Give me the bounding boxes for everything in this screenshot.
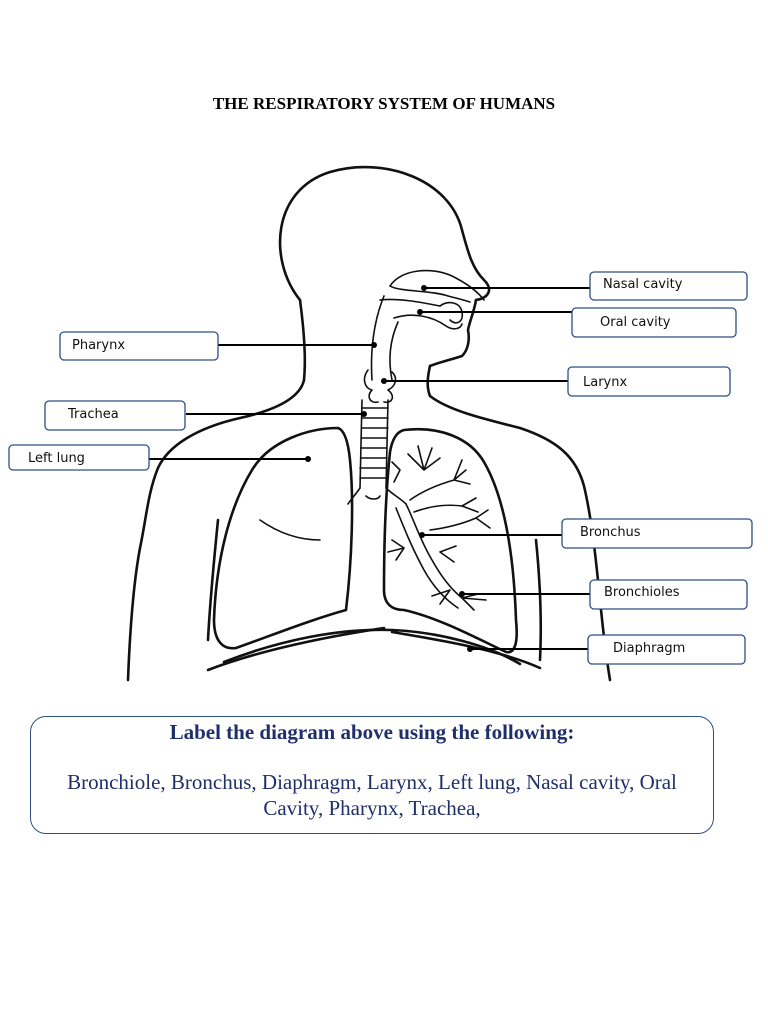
instruction-terms: Bronchiole, Bronchus, Diaphragm, Larynx,… bbox=[67, 770, 677, 820]
label-trachea-text: Trachea bbox=[67, 407, 119, 422]
leader-lines bbox=[148, 285, 590, 652]
diaphragm-line bbox=[222, 628, 522, 666]
label-oral-cavity[interactable]: Oral cavity bbox=[571, 307, 737, 338]
right-lung bbox=[382, 427, 518, 654]
label-diaphragm[interactable]: Diaphragm bbox=[587, 634, 746, 665]
label-larynx-text: Larynx bbox=[583, 375, 627, 390]
trachea bbox=[347, 369, 407, 505]
label-oral-cavity-text: Oral cavity bbox=[600, 315, 671, 330]
label-left-lung-text: Left lung bbox=[28, 451, 85, 466]
label-bronchioles-text: Bronchioles bbox=[604, 585, 680, 600]
page-title: THE RESPIRATORY SYSTEM OF HUMANS bbox=[212, 94, 556, 113]
instruction-heading: Label the diagram above using the follow… bbox=[169, 720, 575, 744]
instruction-box: Label the diagram above using the follow… bbox=[30, 716, 714, 834]
label-bronchioles[interactable]: Bronchioles bbox=[589, 579, 748, 610]
respiratory-diagram: Nasal cavity Oral cavity Pharynx Larynx … bbox=[8, 165, 753, 682]
left-lung bbox=[212, 426, 354, 650]
label-pharynx-text: Pharynx bbox=[72, 338, 125, 353]
label-nasal-cavity[interactable]: Nasal cavity bbox=[589, 271, 748, 301]
label-diaphragm-text: Diaphragm bbox=[613, 641, 685, 656]
bronchial-tree bbox=[387, 445, 491, 611]
label-bronchus[interactable]: Bronchus bbox=[561, 518, 753, 549]
label-pharynx[interactable]: Pharynx bbox=[59, 331, 219, 361]
label-nasal-cavity-text: Nasal cavity bbox=[603, 277, 683, 292]
body-outline bbox=[126, 165, 612, 682]
label-trachea[interactable]: Trachea bbox=[44, 400, 186, 431]
label-larynx[interactable]: Larynx bbox=[567, 366, 731, 397]
label-left-lung[interactable]: Left lung bbox=[8, 444, 150, 471]
nasal-oral-cavity bbox=[370, 269, 485, 381]
label-bronchus-text: Bronchus bbox=[580, 525, 641, 540]
